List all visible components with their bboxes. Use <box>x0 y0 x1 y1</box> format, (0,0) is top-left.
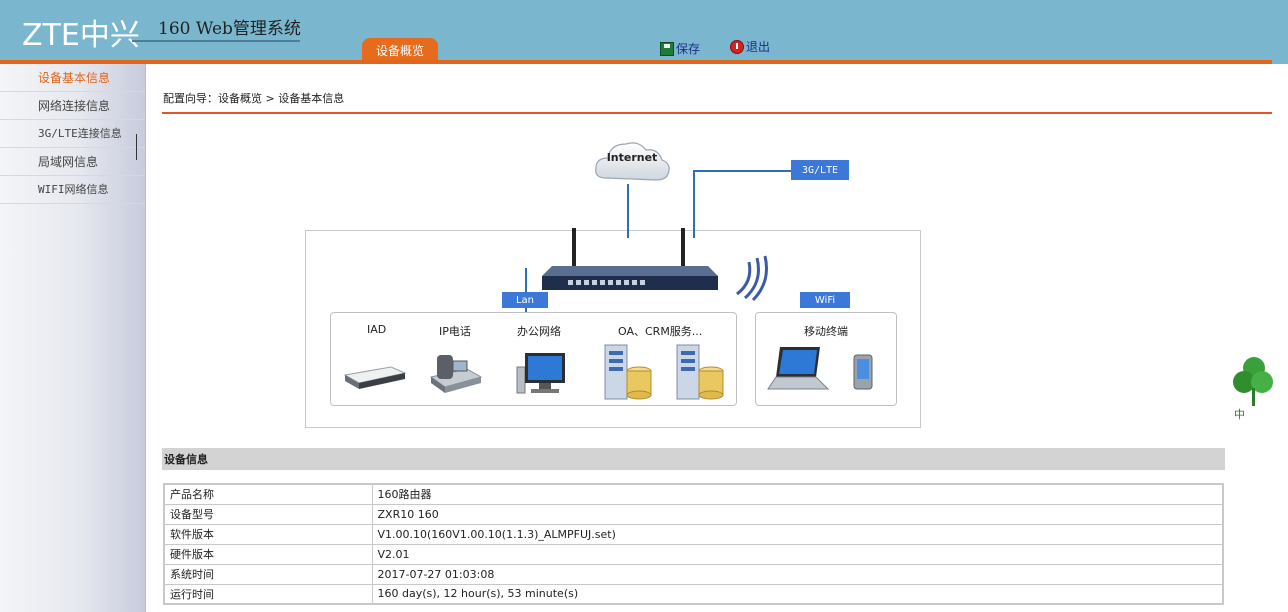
sidebar-item-lan-info[interactable]: 局域网信息 <box>0 148 145 176</box>
table-row: 设备型号 ZXR10 160 <box>163 503 1224 525</box>
lan-wire-2 <box>525 308 527 314</box>
lte-wire-horizontal <box>693 170 793 172</box>
device-label-office-network: 办公网络 <box>517 325 561 338</box>
tab-device-overview[interactable]: 设备概览 <box>362 38 438 62</box>
breadcrumb-divider <box>162 112 1272 114</box>
router-icon <box>538 228 718 290</box>
sidebar: 设备基本信息 网络连接信息 3G/LTE连接信息 局域网信息 WIFI网络信息 <box>0 64 146 612</box>
wifi-badge: WiFi <box>800 292 850 308</box>
row-key: 软件版本 <box>163 523 373 545</box>
table-row: 软件版本 V1.00.10(160V1.00.10(1.1.3)_ALMPFUJ… <box>163 523 1224 545</box>
sidebar-item-network-connection[interactable]: 网络连接信息 <box>0 92 145 120</box>
laptop-icon <box>767 347 830 390</box>
server-database-icon <box>604 344 724 400</box>
system-title: 160 Web管理系统 <box>158 19 301 39</box>
logo-text-en: ZTE <box>22 18 80 53</box>
logout-button[interactable]: 退出 <box>730 38 770 55</box>
table-row: 产品名称 160路由器 <box>163 483 1224 505</box>
internet-label: Internet <box>606 151 658 164</box>
internet-wire <box>627 184 629 238</box>
device-info-table: 产品名称 160路由器 设备型号 ZXR10 160 软件版本 V1.00.10… <box>163 483 1224 605</box>
row-key: 系统时间 <box>163 563 373 585</box>
device-info-section-title: 设备信息 <box>162 448 1225 470</box>
header-bar: ZTE中兴 160 Web管理系统 设备概览 保存 退出 <box>0 0 1288 64</box>
row-key: 运行时间 <box>163 583 373 605</box>
device-label-mobile-terminal: 移动终端 <box>804 325 848 338</box>
clover-text: 中 <box>1234 408 1245 421</box>
row-value: 160 day(s), 12 hour(s), 53 minute(s) <box>371 583 1224 605</box>
sidebar-item-wifi-info[interactable]: WIFI网络信息 <box>0 176 145 204</box>
table-row: 系统时间 2017-07-27 01:03:08 <box>163 563 1224 585</box>
lte-wire-vertical <box>693 170 695 238</box>
lan-wire <box>525 268 527 292</box>
row-value: 160路由器 <box>371 483 1224 505</box>
save-label: 保存 <box>676 42 701 56</box>
row-value: ZXR10 160 <box>371 503 1224 525</box>
table-row: 运行时间 160 day(s), 12 hour(s), 53 minute(s… <box>163 583 1224 605</box>
table-row: 硬件版本 V2.01 <box>163 543 1224 565</box>
save-button[interactable]: 保存 <box>660 40 700 57</box>
wifi-device-group: 移动终端 <box>755 312 897 406</box>
office-pc-icon <box>516 353 565 394</box>
iad-modem-icon <box>343 366 407 389</box>
row-value: 2017-07-27 01:03:08 <box>371 563 1224 585</box>
logout-label: 退出 <box>746 40 771 54</box>
power-icon <box>730 39 744 54</box>
clover-logo-decoration: 中 <box>1232 352 1288 424</box>
row-value: V2.01 <box>371 543 1224 565</box>
device-label-oa-crm-server: OA、CRM服务... <box>618 325 703 338</box>
row-key: 设备型号 <box>163 503 373 525</box>
lan-device-group: IAD IP电话 办公网络 OA、CRM服务... <box>330 312 737 406</box>
logo-text-cn: 中兴 <box>79 18 140 53</box>
internet-cloud-icon: Internet <box>592 136 672 186</box>
row-value: V1.00.10(160V1.00.10(1.1.3)_ALMPFUJ.set) <box>371 523 1224 545</box>
mobile-phone-icon <box>853 354 873 390</box>
device-label-ip-phone: IP电话 <box>439 325 471 338</box>
wifi-waves-icon <box>736 255 768 302</box>
breadcrumb: 配置向导：设备概览 > 设备基本信息 <box>163 92 345 105</box>
row-key: 产品名称 <box>163 483 373 505</box>
zte-logo: ZTE中兴 <box>22 10 140 54</box>
header-accent-strip <box>0 60 1272 64</box>
device-label-iad: IAD <box>367 323 387 336</box>
sidebar-item-device-basic-info[interactable]: 设备基本信息 <box>0 64 145 92</box>
lan-badge: Lan <box>502 292 548 308</box>
text-cursor <box>136 134 137 160</box>
row-key: 硬件版本 <box>163 543 373 565</box>
title-underline <box>132 40 300 42</box>
lte-badge: 3G/LTE <box>791 160 849 180</box>
sidebar-item-3g-lte[interactable]: 3G/LTE连接信息 <box>0 120 145 148</box>
save-icon <box>660 41 674 56</box>
ip-phone-icon <box>429 355 483 393</box>
network-topology-diagram: Internet 3G/LTE Lan WiFi <box>305 130 921 430</box>
